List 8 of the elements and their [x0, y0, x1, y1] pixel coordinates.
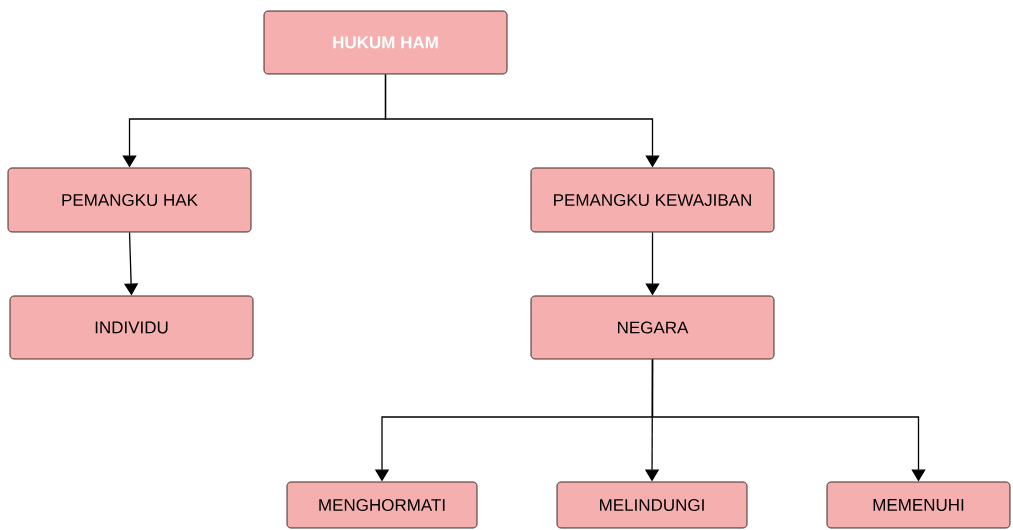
- process-box: HUKUM HAM: [263, 10, 508, 75]
- process-box: PEMANGKU HAK: [7, 167, 252, 233]
- process-box: NEGARA: [530, 295, 775, 360]
- process-box: INDIVIDU: [9, 295, 254, 360]
- process-box: PEMANGKU KEWAJIBAN: [530, 167, 775, 233]
- process-box: MENGHORMATI: [286, 481, 478, 529]
- process-box: MEMENUHI: [826, 481, 1011, 529]
- process-box: MELINDUNGI: [556, 481, 748, 529]
